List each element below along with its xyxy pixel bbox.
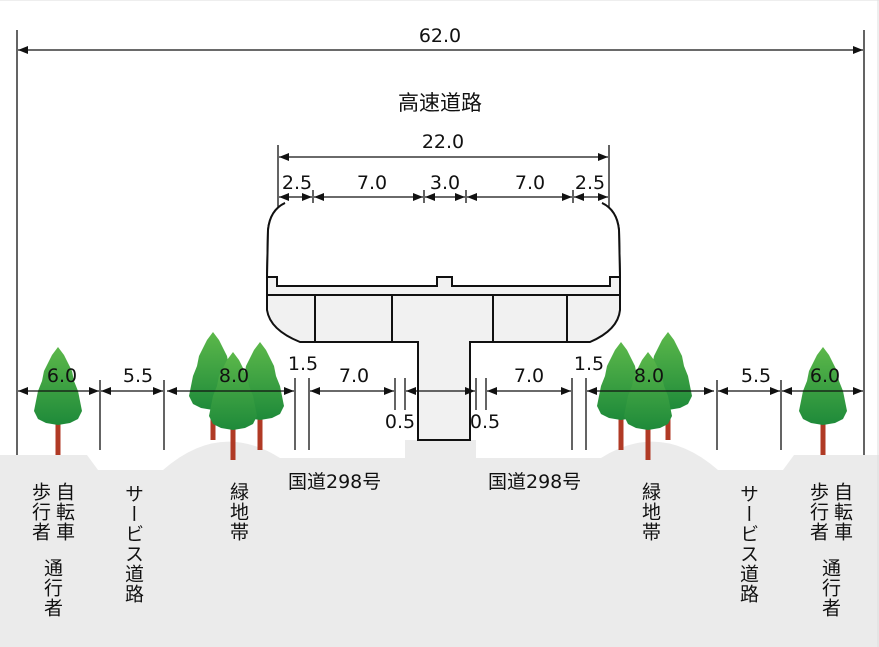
zone-labels-right: 国道298号 緑地帯 サービス道路 自転車 歩行者 通行者 bbox=[488, 471, 853, 618]
green-belt-label: 緑地帯 bbox=[639, 482, 661, 542]
dim-label: 1.5 bbox=[288, 353, 318, 375]
highway-deck bbox=[265, 202, 622, 441]
highway-title: 高速道路 bbox=[398, 91, 482, 115]
cyclist-label: 自転車 bbox=[53, 482, 75, 542]
dim-label: 6.0 bbox=[810, 365, 840, 387]
dim-label: 5.5 bbox=[741, 365, 771, 387]
national-road-label: 国道298号 bbox=[288, 471, 381, 493]
walker-label-2: 通行者 bbox=[819, 558, 841, 618]
cyclist-label: 自転車 bbox=[831, 482, 853, 542]
national-road-label: 国道298号 bbox=[488, 471, 581, 493]
dim-label: 7.0 bbox=[339, 365, 369, 387]
zone-labels-left: 自転車 歩行者 通行者 サービス道路 緑地帯 国道298号 bbox=[29, 471, 381, 618]
dim-label: 8.0 bbox=[219, 365, 249, 387]
seg-label: 3.0 bbox=[430, 172, 460, 194]
dim-label: 0.5 bbox=[470, 411, 500, 433]
green-belt-label: 緑地帯 bbox=[227, 482, 249, 542]
walker-label: 歩行者 bbox=[807, 482, 829, 542]
dim-label: 0.5 bbox=[385, 411, 415, 433]
overall-dimension: 62.0 bbox=[16, 25, 865, 455]
trees-left bbox=[34, 332, 284, 460]
dim-label: 1.5 bbox=[574, 353, 604, 375]
seg-label: 7.0 bbox=[357, 172, 387, 194]
service-road-label: サービス道路 bbox=[122, 484, 144, 604]
dim-label: 8.0 bbox=[634, 365, 664, 387]
tree-icon bbox=[799, 347, 847, 455]
ground-dimensions-right: 0.5 7.0 1.5 8.0 5.5 6.0 bbox=[440, 353, 863, 450]
trees-right bbox=[597, 332, 847, 460]
walker-label: 歩行者 bbox=[29, 482, 51, 542]
tree-icon bbox=[34, 347, 82, 455]
dim-label: 6.0 bbox=[47, 365, 77, 387]
ground-dimensions-left: 6.0 5.5 8.0 1.5 7.0 0.5 bbox=[18, 353, 440, 450]
seg-label: 2.5 bbox=[575, 172, 605, 194]
seg-label: 2.5 bbox=[282, 172, 312, 194]
walker-label-2: 通行者 bbox=[41, 558, 63, 618]
highway-total-label: 22.0 bbox=[422, 131, 464, 153]
seg-label: 7.0 bbox=[515, 172, 545, 194]
dim-label: 7.0 bbox=[514, 365, 544, 387]
dim-label: 5.5 bbox=[123, 365, 153, 387]
total-width-label: 62.0 bbox=[419, 25, 461, 47]
service-road-label: サービス道路 bbox=[737, 484, 759, 604]
ground bbox=[0, 440, 879, 647]
